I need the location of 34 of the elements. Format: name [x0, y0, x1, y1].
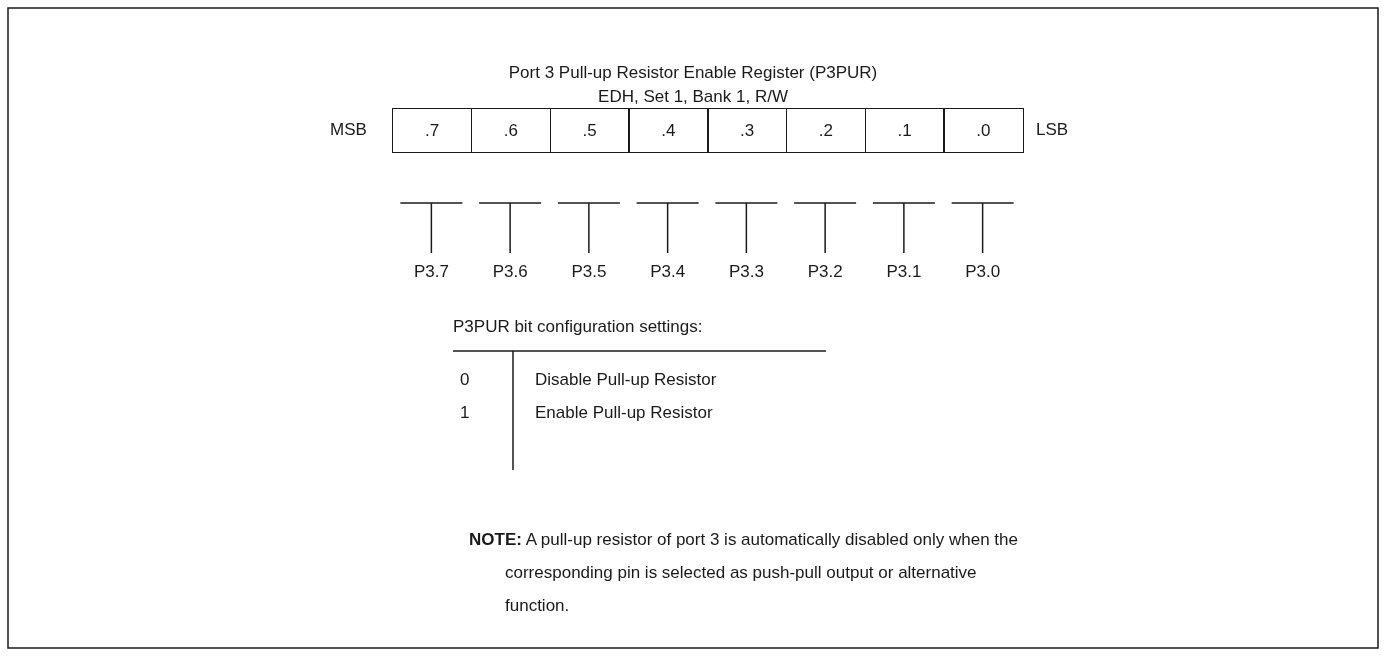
table-heading: P3PUR bit configuration settings: [453, 316, 703, 338]
register-bit-cell [549, 108, 630, 153]
bit-number: .6 [503, 120, 518, 141]
lsb-label: LSB [1036, 119, 1069, 141]
bit-number: .7 [425, 120, 440, 141]
pin-name: P3.7 [413, 261, 449, 283]
bit-number: .1 [897, 120, 912, 141]
setting-description: Disable Pull-up Resistor [535, 369, 717, 391]
pin-name: P3.4 [650, 261, 686, 283]
bit-value: 0 [460, 369, 470, 391]
pin-name: P3.1 [886, 261, 922, 283]
register-title: Port 3 Pull-up Resistor Enable Register (P3PUR) [508, 62, 878, 84]
register-bit-cell [864, 108, 945, 153]
bit-number: .2 [818, 120, 833, 141]
bit-number: .5 [582, 120, 597, 141]
register-bit-cell [628, 108, 709, 153]
register-bit-cell [707, 108, 788, 153]
setting-description: Enable Pull-up Resistor [535, 402, 713, 424]
pin-name: P3.2 [807, 261, 843, 283]
pin-name: P3.0 [965, 261, 1001, 283]
register-bit-cell [943, 108, 1024, 153]
pin-name: P3.3 [728, 261, 764, 283]
register-bit-cell [470, 108, 551, 153]
bit-number: .3 [740, 120, 755, 141]
register-address: EDH, Set 1, Bank 1, R/W [598, 86, 788, 108]
pin-name: P3.5 [571, 261, 607, 283]
msb-label: MSB [330, 119, 367, 141]
register-bit-cell [785, 108, 866, 153]
bit-number: .4 [661, 120, 676, 141]
pin-name: P3.6 [492, 261, 528, 283]
register-bit-cell [392, 108, 473, 153]
bit-value: 1 [460, 402, 470, 424]
note: NOTE: A pull-up resistor of port 3 is automatically disabled only when the corresponding pin is selected as push-pull output or alternative function. [469, 529, 1019, 617]
bit-number: .0 [976, 120, 991, 141]
